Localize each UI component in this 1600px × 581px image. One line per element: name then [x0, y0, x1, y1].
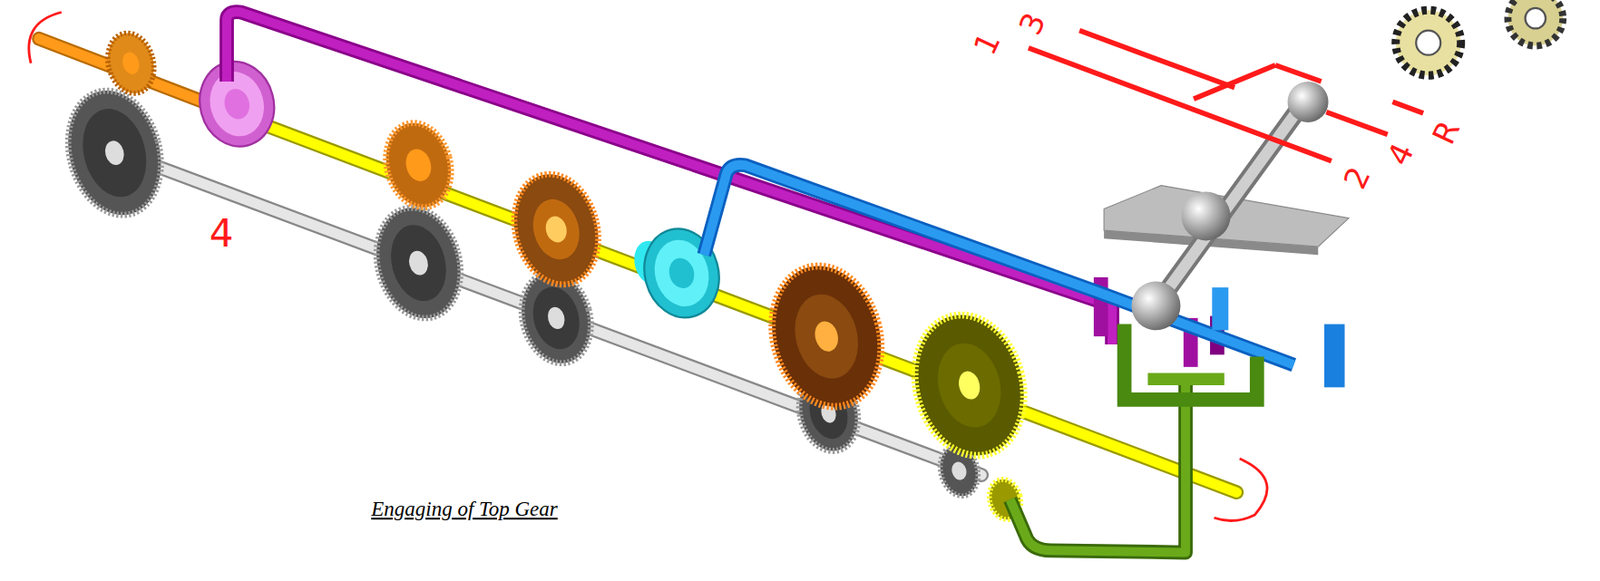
gate-number: 4 — [1382, 138, 1419, 170]
gate-number: 1 — [968, 28, 1005, 59]
callout-number: 4 — [209, 214, 235, 254]
gate-number: 2 — [1338, 162, 1376, 194]
gate-number: R — [1427, 116, 1465, 149]
caption: Engaging of Top Gear — [370, 497, 558, 523]
gate-number: 3 — [1014, 8, 1051, 40]
